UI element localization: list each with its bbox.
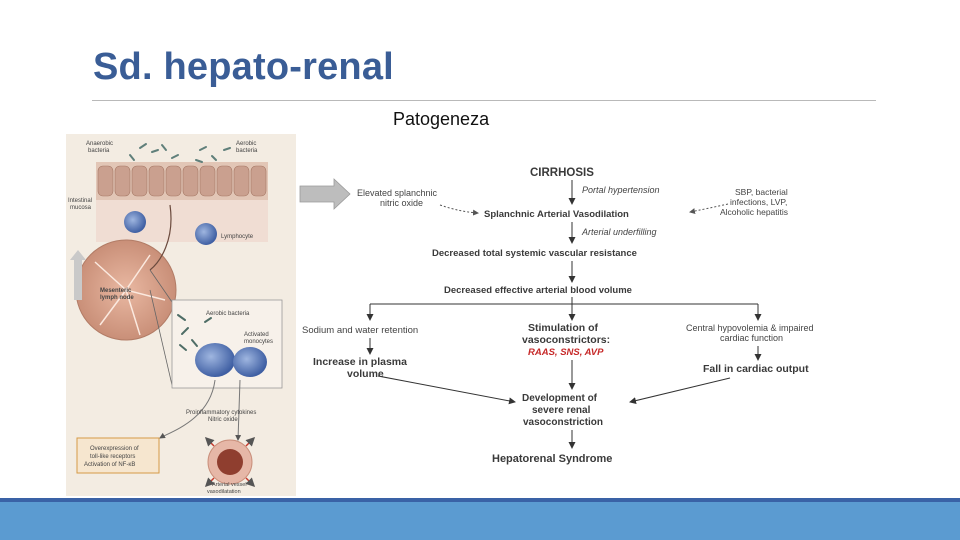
sbp-label: Alcoholic hepatitis	[720, 207, 788, 217]
monocyte-cell	[195, 343, 235, 377]
zoom-line	[149, 269, 173, 303]
anaerobic-label: Anaerobic	[86, 141, 113, 147]
arterial-underfilling-label: Arterial underfilling	[581, 227, 657, 237]
slide-subtitle: Patogeneza	[393, 109, 490, 129]
aerobic-bacteria-icon	[177, 314, 212, 351]
tlr-box	[76, 437, 160, 474]
plasma-volume-node: volume	[347, 368, 384, 380]
bacteria-icon	[129, 143, 231, 163]
monocytes-label: Activated	[244, 332, 269, 338]
lymph-node-label: lymph node	[100, 295, 134, 301]
renal-vasoconstriction-node: severe renal	[532, 405, 591, 416]
dilation-arrows-icon	[204, 436, 256, 488]
nitric-oxide-label: Elevated splanchnic	[357, 188, 438, 198]
lymphocyte-cell	[195, 223, 217, 245]
renal-vasoconstriction-node: vasoconstriction	[523, 417, 603, 428]
mucosa-label: Intestinal	[68, 198, 92, 204]
lymph-node-label: Mesenteric	[100, 288, 132, 294]
renal-vasoconstriction-node: Development of	[522, 393, 598, 404]
sodium-retention-node: Sodium and water retention	[302, 325, 418, 336]
dotted-arrow	[439, 204, 479, 216]
dotted-arrow	[689, 203, 729, 214]
tlr-box-text: toll-like receptors	[90, 454, 135, 460]
central-hypovolemia-node: Central hypovolemia & impaired	[686, 323, 814, 333]
connector-arrow	[159, 379, 216, 439]
lymphocyte-cell	[124, 211, 146, 233]
nitric-oxide-label: nitric oxide	[380, 198, 423, 208]
hepatorenal-flowchart: CIRRHOSIS Portal hypertension Elevated s…	[299, 167, 814, 465]
vasoconstrictors-node: vasoconstrictors:	[522, 334, 610, 346]
eabv-node: Decreased effective arterial blood volum…	[444, 285, 632, 296]
svr-node: Decreased total systemic vascular resist…	[432, 248, 637, 259]
slide-title: Sd. hepato-renal	[93, 46, 394, 88]
epithelial-cells	[97, 165, 267, 197]
lymphocyte-label: Lymphocyte	[221, 234, 254, 240]
raas-sns-avp-label: RAAS, SNS, AVP	[528, 347, 604, 358]
central-hypovolemia-node: cardiac function	[720, 333, 783, 343]
cytokines-label: Proinflammatory cytokines	[186, 410, 256, 416]
side-arrow-icon	[70, 250, 86, 300]
footer-accent-line	[0, 498, 960, 502]
cirrhosis-node: CIRRHOSIS	[530, 167, 594, 179]
cytokines-label: Nitric oxide	[208, 417, 238, 423]
connector-arrow	[235, 379, 242, 441]
title-divider	[92, 100, 876, 101]
vessel-label: Arterial vessel	[212, 482, 247, 488]
aerobic-label: bacteria	[236, 148, 258, 154]
portal-hypertension-label: Portal hypertension	[582, 185, 660, 195]
zoom-line	[149, 289, 173, 386]
footer-bar	[0, 502, 960, 540]
hepatorenal-syndrome-node: Hepatorenal Syndrome	[492, 453, 612, 465]
tlr-box-text: Overexpression of	[90, 446, 139, 452]
vessel-lumen	[217, 449, 243, 475]
tlr-box-text: Activation of NF-κB	[84, 462, 135, 468]
sbp-label: infections, LVP,	[730, 197, 787, 207]
cardiac-output-node: Fall in cardiac output	[703, 363, 809, 375]
mucosa-label: mucosa	[70, 205, 92, 211]
gut-immunology-illustration: Anaerobic bacteria Aerobic bacteria Inte…	[66, 134, 296, 496]
aerobic-inset-label: Aerobic bacteria	[206, 311, 250, 317]
arrow-connector	[377, 375, 516, 405]
vessel-label: vasodilatation	[207, 489, 241, 495]
sbp-label: SBP, bacterial	[735, 187, 788, 197]
anaerobic-label: bacteria	[88, 148, 110, 154]
lymph-node-vessels	[94, 254, 166, 336]
inset-panel	[171, 299, 283, 389]
aerobic-label: Aerobic	[236, 141, 256, 147]
splanchnic-vasodilation-node: Splanchnic Arterial Vasodilation	[484, 209, 629, 220]
monocytes-label: monocytes	[244, 339, 273, 345]
plasma-volume-node: Increase in plasma	[313, 356, 407, 368]
fiber-line	[149, 204, 172, 271]
vasoconstrictors-node: Stimulation of	[528, 322, 598, 334]
arrow-connector	[629, 377, 731, 405]
big-grey-arrow-icon	[299, 178, 351, 210]
monocyte-cell	[233, 347, 267, 377]
